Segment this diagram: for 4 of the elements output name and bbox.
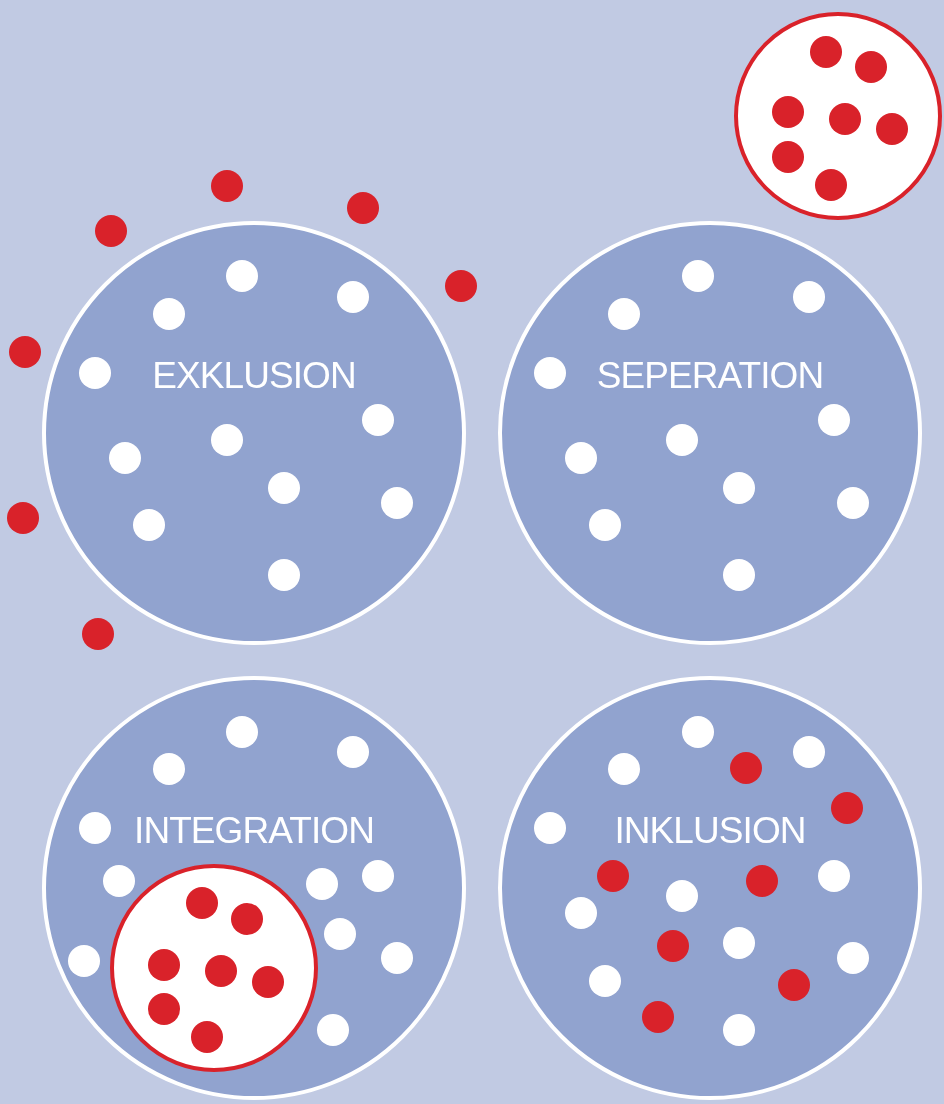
- circle-title: EXKLUSION: [152, 357, 356, 394]
- circle-title: INKLUSION: [614, 812, 806, 849]
- circle-title: INTEGRATION: [134, 812, 374, 849]
- circle-title: SEPERATION: [596, 357, 824, 394]
